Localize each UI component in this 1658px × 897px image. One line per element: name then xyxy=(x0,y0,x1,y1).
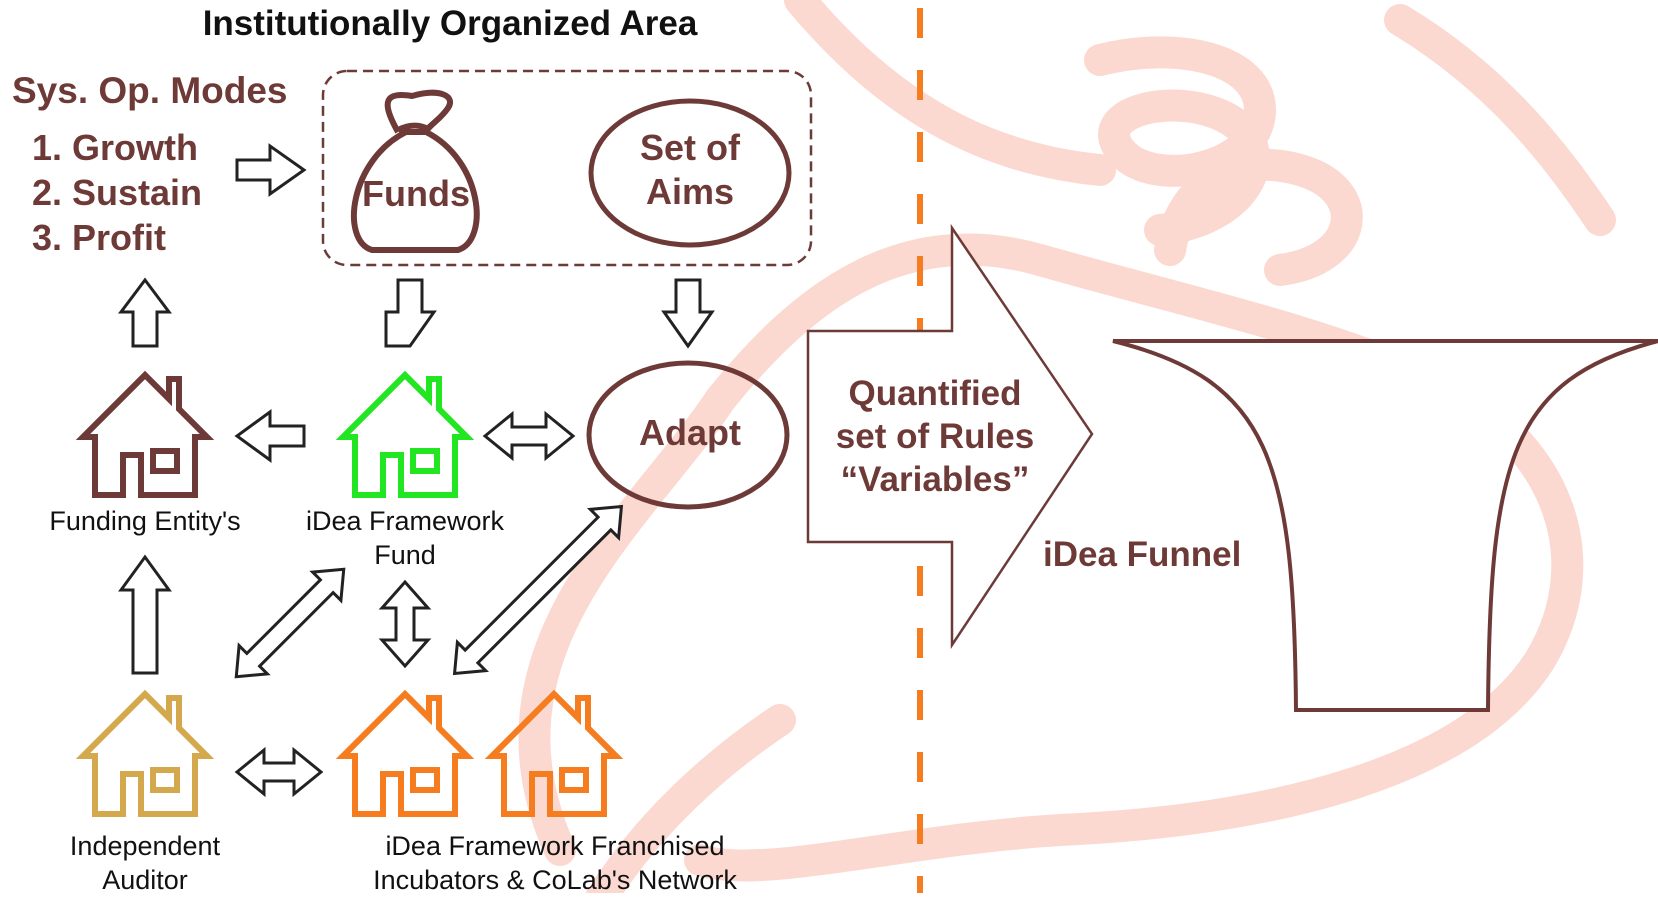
aims-label-line2: Aims xyxy=(645,171,735,212)
rules-big-arrow-icon xyxy=(806,223,1094,650)
framework-fund-label-line2: Fund xyxy=(374,540,436,570)
diagram-title: Institutionally Organized Area xyxy=(202,4,698,43)
funding-entity-house-icon xyxy=(83,375,207,495)
auditor-label-line2: Auditor xyxy=(102,865,188,895)
aims-label-line1: Set of xyxy=(639,127,740,168)
rules-line2: set of Rules xyxy=(835,417,1035,456)
modes-heading: Sys. Op. Modes xyxy=(12,70,288,111)
mode-growth: 1. Growth xyxy=(32,127,199,168)
rules-line1: Quantified xyxy=(848,374,1022,413)
mode-profit: 3. Profit xyxy=(32,217,167,258)
fund-adapt-double-arrow-icon xyxy=(482,410,576,462)
rules-label: Quantified set of Rules “Variables” xyxy=(805,372,1065,501)
modes-to-funds-arrow-icon xyxy=(235,143,307,197)
funnel-label: iDea Funnel xyxy=(1043,535,1242,574)
funding-up-arrow-icon xyxy=(118,277,172,348)
incubator-house-icon xyxy=(343,694,467,814)
framework-fund-label-line1: iDea Framework xyxy=(305,506,505,536)
funds-label: Funds xyxy=(362,173,470,214)
fund-to-funding-arrow-icon xyxy=(234,409,306,463)
money-bag-icon xyxy=(350,89,480,253)
network-label-line2: Incubators & CoLab's Network xyxy=(373,865,737,895)
aims-oval xyxy=(588,98,792,248)
auditor-fund-double-arrow-icon xyxy=(234,567,346,679)
mode-sustain: 2. Sustain xyxy=(32,172,203,213)
auditor-label-line1: Independent xyxy=(69,831,221,861)
independent-auditor-house-icon xyxy=(83,694,207,814)
framework-fund-house-icon xyxy=(343,375,467,495)
funds-down-arrow-icon xyxy=(384,278,437,348)
resources-group-box xyxy=(321,69,813,267)
auditor-network-double-arrow-icon xyxy=(234,746,324,798)
aims-down-arrow-icon xyxy=(661,278,715,349)
auditor-up-arrow-icon xyxy=(118,554,172,675)
funding-entity-label: Funding Entity's xyxy=(49,506,241,536)
rules-line3: “Variables” xyxy=(840,460,1030,499)
funnel-icon xyxy=(1112,339,1658,712)
adapt-label: Adapt xyxy=(639,412,741,453)
network-adapt-double-arrow-icon xyxy=(452,504,624,676)
fund-network-double-arrow-icon xyxy=(378,579,432,669)
network-label-line1: iDea Framework Franchised xyxy=(385,831,725,861)
adapt-oval xyxy=(586,360,790,510)
